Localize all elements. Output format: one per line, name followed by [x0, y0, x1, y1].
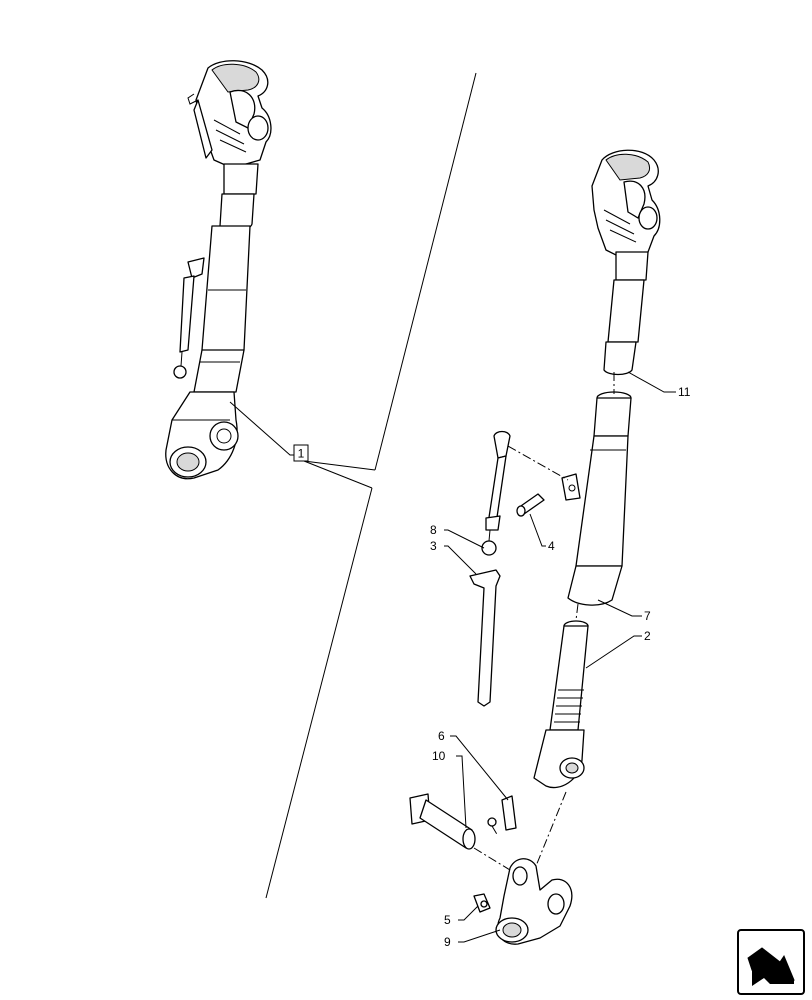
callout-2: 2: [585, 629, 651, 669]
part-11-hook-assembly: [591, 149, 661, 376]
callout-7: 7: [597, 599, 651, 623]
part-7-tube: [561, 391, 632, 606]
callout-label-4: 4: [548, 539, 555, 553]
callout-10: 10: [432, 749, 467, 829]
callout-3: 3: [430, 539, 477, 575]
callout-label-5: 5: [444, 913, 451, 927]
callout-label-7: 7: [644, 609, 651, 623]
callout-1: 1: [229, 401, 376, 489]
callout-4: 4: [529, 513, 555, 553]
part-9-yoke: [495, 858, 573, 945]
callout-9: 9: [444, 929, 501, 949]
callout-label-8: 8: [430, 523, 437, 537]
part-6-clip: [487, 795, 517, 831]
assembled-top-link: [165, 60, 272, 480]
part-8-handle-rod: [481, 430, 511, 556]
callout-label-9: 9: [444, 935, 451, 949]
separator-line: [265, 72, 477, 899]
part-5-grease-fitting: [473, 893, 491, 913]
part-3-spring-rod: [469, 569, 501, 707]
callout-5: 5: [444, 905, 479, 927]
next-page-arrow-icon[interactable]: [737, 929, 805, 995]
callout-8: 8: [430, 523, 485, 549]
callout-11: 11: [627, 371, 691, 399]
callout-label-2: 2: [644, 629, 651, 643]
callout-6: 6: [438, 729, 509, 801]
assembly-lines: [473, 372, 615, 871]
callout-label-1: 1: [298, 447, 305, 461]
callout-label-6: 6: [438, 729, 445, 743]
part-4-pin: [516, 493, 545, 517]
callout-label-3: 3: [430, 539, 437, 553]
part-10-pin: [409, 793, 476, 850]
callout-label-11: 11: [678, 385, 691, 399]
callout-label-10: 10: [432, 749, 446, 763]
part-2-screw: [533, 620, 589, 789]
